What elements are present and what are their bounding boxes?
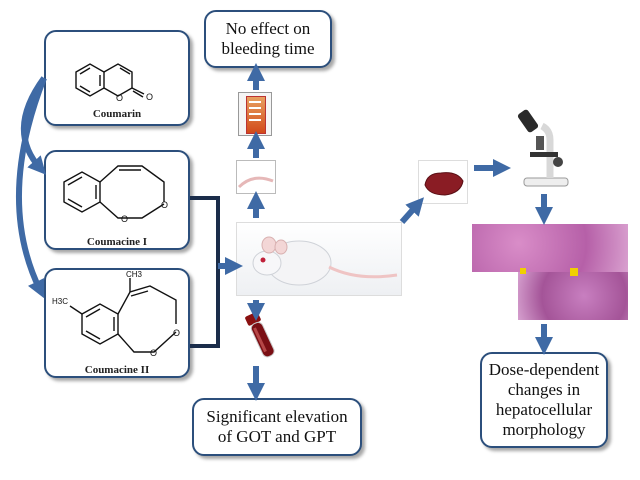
enzyme-elevation-box: Significant elevation of GOT and GPT (192, 398, 362, 456)
coumarin-box: O O Coumarin (44, 30, 190, 126)
coumacine2-structure: CH3 H3C O O (52, 270, 180, 358)
arrow-coumarin-to-c2 (15, 76, 47, 299)
methyl-label-top: CH3 (126, 270, 143, 279)
coumarin-structure: O O (75, 63, 153, 103)
bleeding-time-text: No effect on bleeding time (221, 19, 315, 58)
svg-text:O: O (116, 93, 123, 103)
morphology-text: Dose-dependent changes in hepatocellular… (488, 360, 600, 439)
svg-text:O: O (173, 328, 180, 338)
histology-image (472, 224, 628, 320)
svg-text:O: O (161, 200, 168, 210)
bracket-connector (190, 196, 220, 348)
coagulation-strip-image (238, 92, 272, 136)
bleeding-time-box: No effect on bleeding time (204, 10, 332, 68)
morphology-box: Dose-dependent changes in hepatocellular… (480, 352, 608, 448)
microscope-image (512, 106, 576, 190)
svg-text:O: O (150, 348, 157, 358)
coumacine1-structure: O O (63, 165, 168, 224)
liver-image (418, 160, 468, 204)
enzyme-elevation-text: Significant elevation of GOT and GPT (206, 407, 348, 446)
methyl-label-left: H3C (52, 297, 68, 306)
mouse-tail-image (236, 160, 276, 194)
coumarin-label: Coumarin (92, 108, 142, 120)
coumacine2-box: CH3 H3C O O Coumacine II (44, 268, 190, 378)
svg-text:O: O (146, 92, 153, 102)
coumacine1-label: Coumacine I (86, 236, 148, 248)
mouse-image (236, 222, 402, 296)
svg-text:O: O (121, 214, 128, 224)
coumacine2-label: Coumacine II (84, 364, 150, 376)
arrow-mouse-to-liver (399, 197, 424, 224)
coumacine1-box: O O Coumacine I (44, 150, 190, 250)
